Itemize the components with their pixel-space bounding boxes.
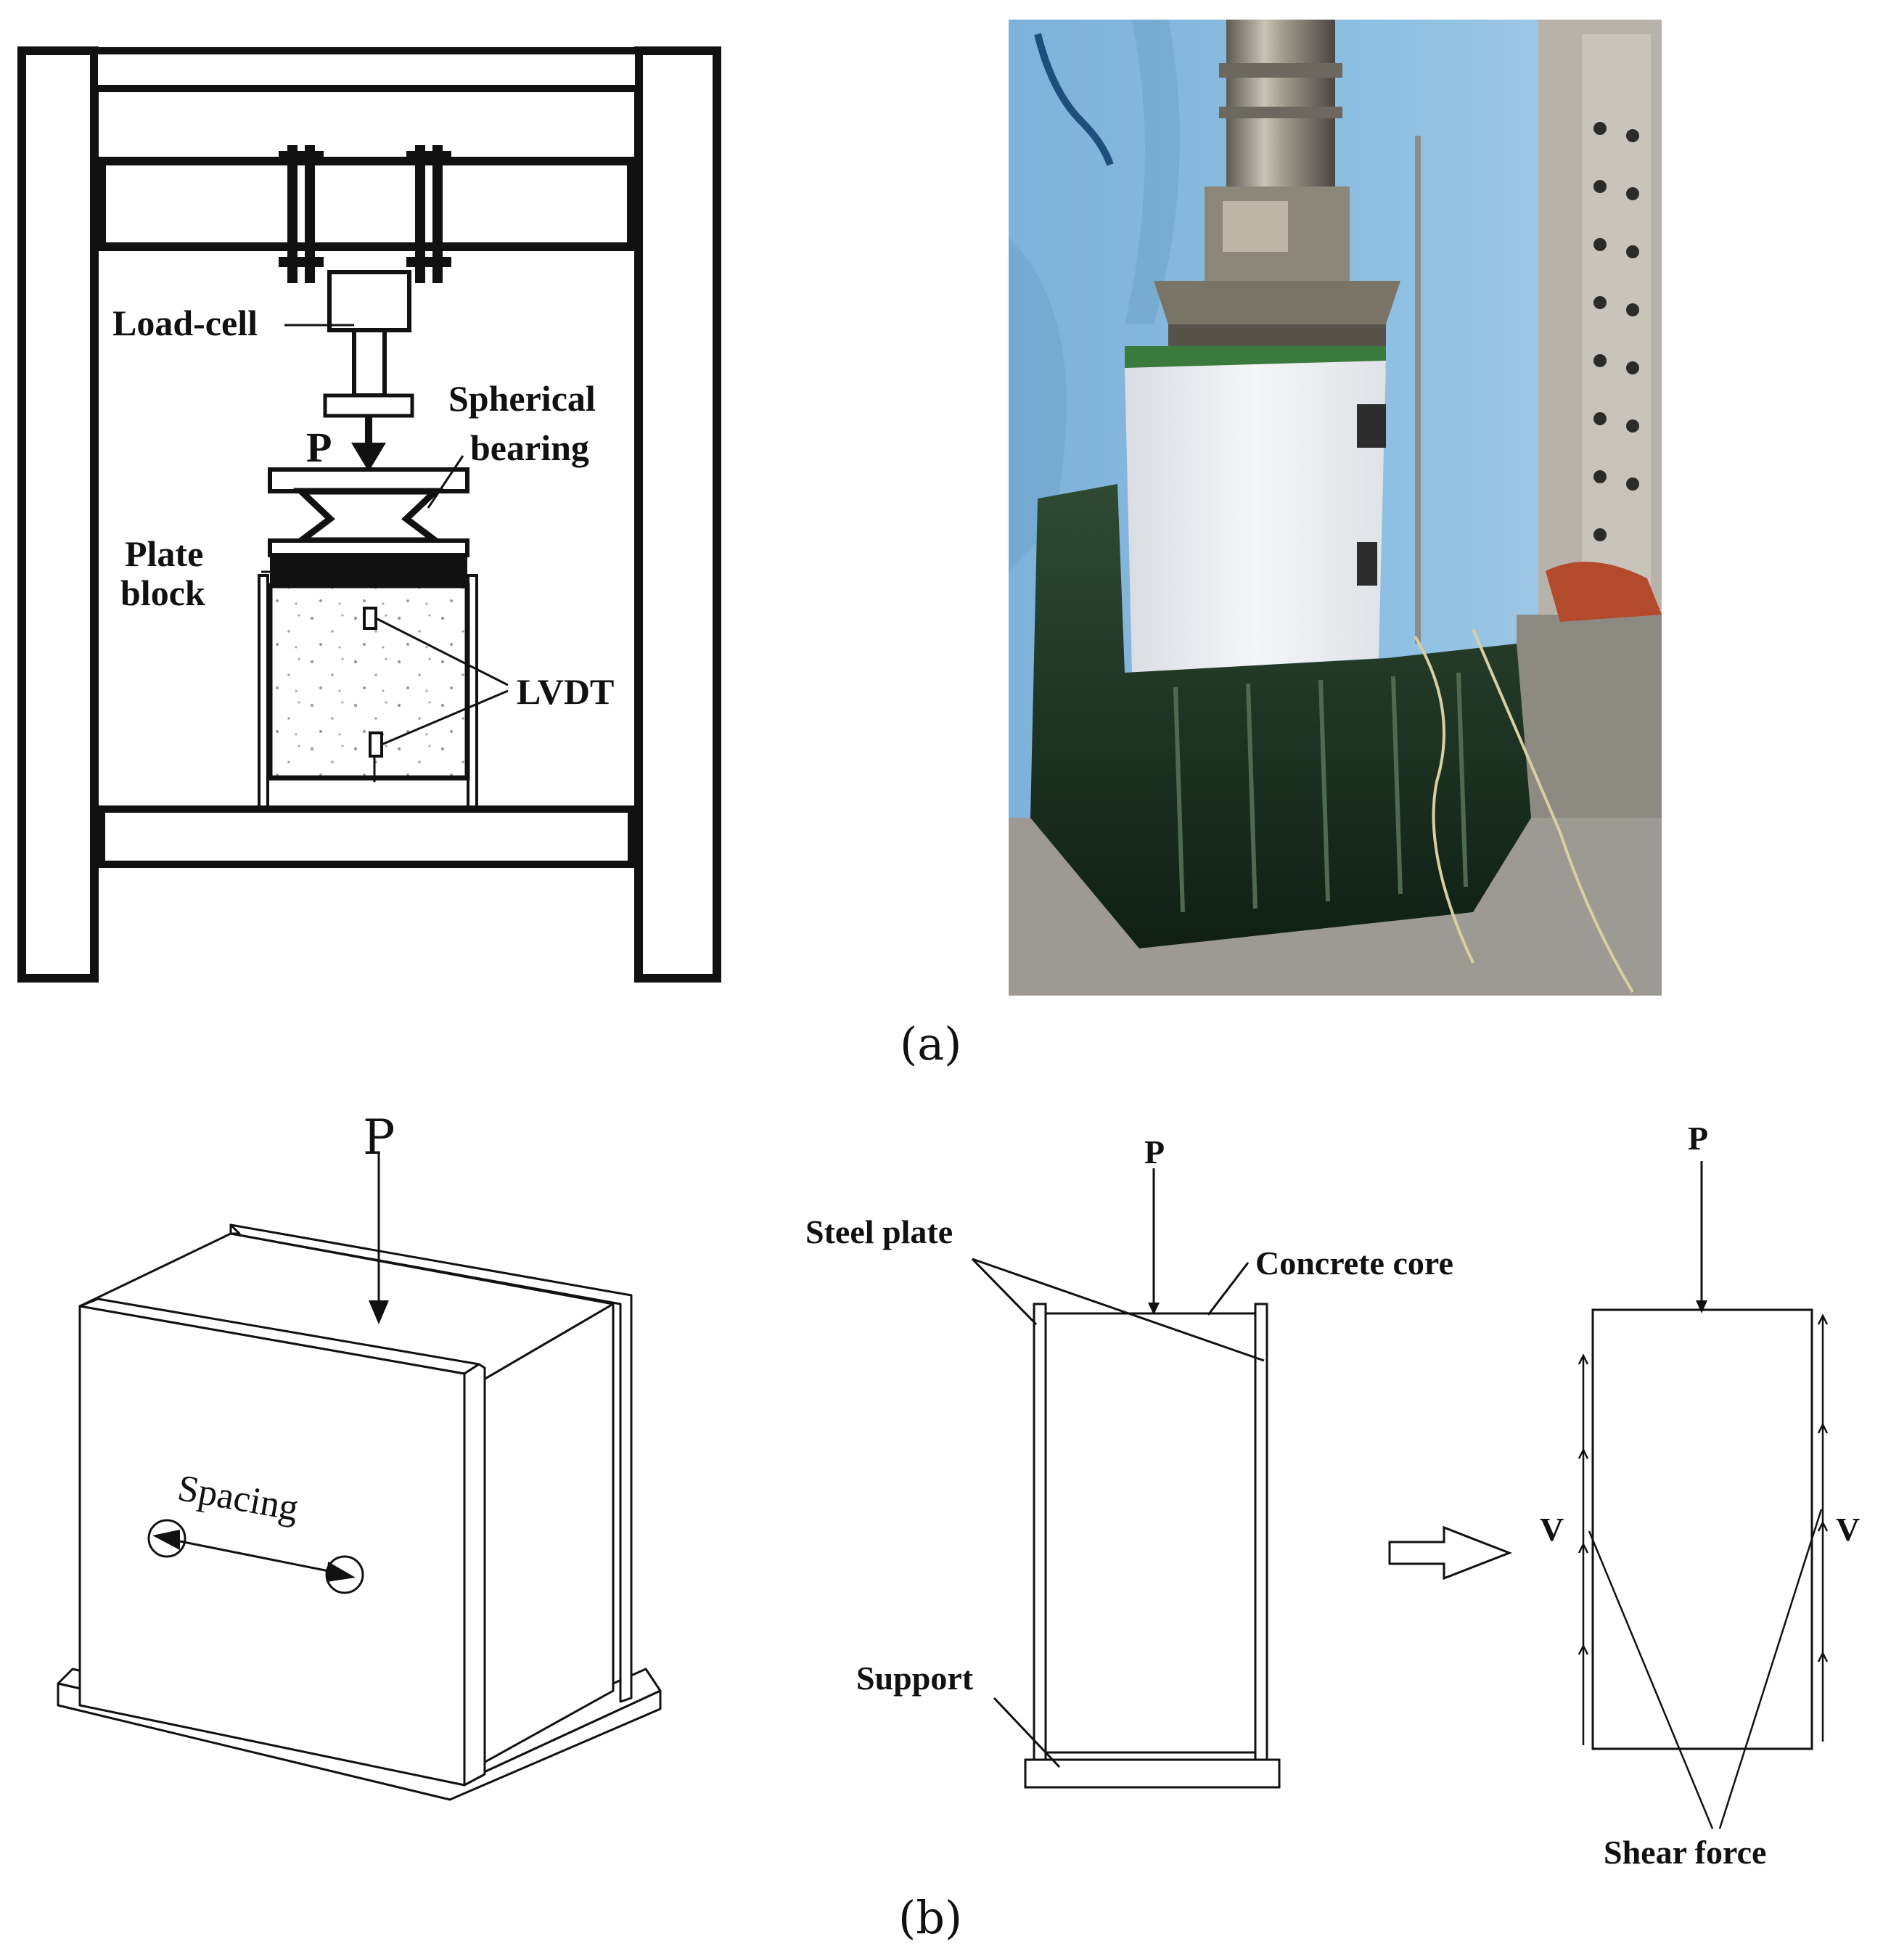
lvdt-label: LVDT: [517, 671, 615, 712]
concrete-core-section: [1043, 1312, 1257, 1754]
plate-block: [270, 555, 467, 586]
frame-left-column: [17, 46, 99, 983]
concrete-core-label: Concrete core: [1255, 1245, 1453, 1282]
load-p-label-section: P: [1144, 1133, 1165, 1170]
caption-b: (b): [898, 1891, 963, 1944]
load-cell-rod: [352, 328, 387, 398]
bearing-label: bearing: [470, 427, 589, 468]
shear-v-left-label: V: [1540, 1511, 1564, 1548]
support-section: [1024, 1758, 1281, 1789]
caption-a: (a): [900, 1017, 962, 1070]
free-body-block: [1591, 1308, 1813, 1750]
load-p-label-a: P: [306, 424, 332, 471]
support-label: Support: [856, 1660, 974, 1697]
load-p-label-iso: P: [363, 1110, 395, 1165]
load-p-label-free-body: P: [1688, 1120, 1709, 1157]
steel-plate-label: Steel plate: [805, 1213, 953, 1250]
steel-plate-right-section: [1254, 1303, 1268, 1761]
frame-top-beam: [91, 47, 642, 92]
frame-right-column: [634, 46, 721, 983]
frame-cross-beam: [97, 157, 636, 251]
spherical-label: Spherical: [448, 378, 596, 419]
load-cell-label: Load-cell: [112, 303, 258, 343]
shear-v-right-label: V: [1836, 1511, 1861, 1548]
steel-plate-left-section: [1033, 1303, 1047, 1761]
frame-bottom-beam: [98, 805, 635, 868]
load-cell-plate: [323, 393, 414, 418]
plate-label: Plate: [125, 533, 204, 574]
transform-arrow: [1388, 1525, 1513, 1580]
shear-force-label: Shear force: [1604, 1834, 1767, 1871]
test-setup-photo: [1009, 20, 1662, 996]
load-arrow-a: [351, 417, 386, 472]
beam-clamps: [279, 145, 451, 283]
block-label: block: [120, 573, 205, 613]
